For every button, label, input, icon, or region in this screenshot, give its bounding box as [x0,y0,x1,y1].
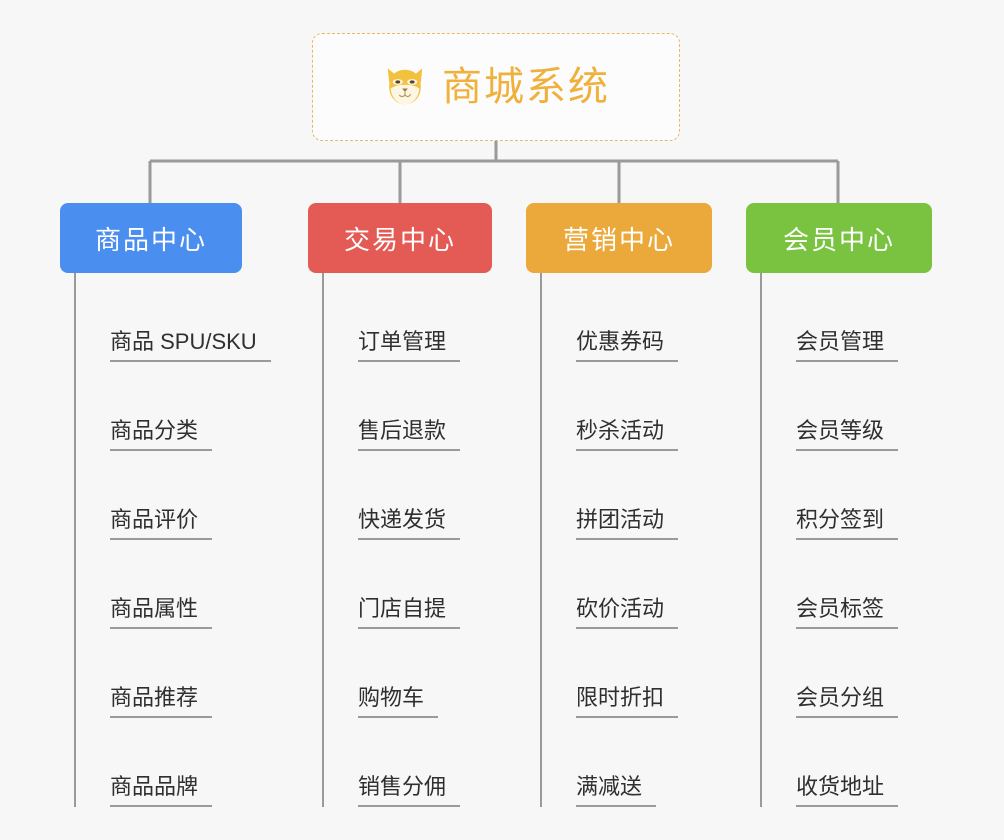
leaf-item[interactable]: 会员管理 [762,273,899,362]
leaf-label: 商品属性 [110,595,213,629]
branch-label-3: 营销中心 [562,224,675,255]
leaf-label: 商品分类 [110,417,213,451]
branch-header-4[interactable]: 会员中心 [746,203,932,273]
leaf-list-3: 优惠券码 秒杀活动 拼团活动 砍价活动 限时折扣 满减送 [540,273,679,807]
leaf-item[interactable]: 订单管理 [324,273,461,362]
leaf-label: 会员等级 [796,417,899,451]
leaf-item[interactable]: 购物车 [324,629,460,718]
leaf-label: 商品推荐 [110,684,213,718]
root-title: 商城系统 [442,65,610,109]
leaf-item[interactable]: 门店自提 [324,540,461,629]
leaf-item[interactable]: 积分签到 [762,451,899,540]
leaf-label: 门店自提 [358,595,461,629]
leaf-label: 售后退款 [358,417,461,451]
leaf-item[interactable]: 商品评价 [76,451,271,540]
leaf-label: 购物车 [358,684,439,718]
leaf-item[interactable]: 优惠券码 [542,273,679,362]
leaf-list-2: 订单管理 售后退款 快递发货 门店自提 购物车 销售分佣 [322,273,461,807]
leaf-item[interactable]: 砍价活动 [542,540,679,629]
leaf-item[interactable]: 会员分组 [762,629,899,718]
branch-header-1[interactable]: 商品中心 [60,203,242,273]
leaf-label: 商品品牌 [110,773,213,807]
leaf-label: 快递发货 [358,506,461,540]
leaf-list-1: 商品 SPU/SKU 商品分类 商品评价 商品属性 商品推荐 商品品牌 [74,273,271,807]
leaf-item[interactable]: 会员标签 [762,540,899,629]
leaf-item[interactable]: 快递发货 [324,451,461,540]
leaf-label: 收货地址 [796,773,899,807]
leaf-label: 砍价活动 [576,595,679,629]
leaf-label: 秒杀活动 [576,417,679,451]
leaf-label: 会员管理 [796,328,899,362]
leaf-label: 拼团活动 [576,506,679,540]
leaf-label: 销售分佣 [358,773,461,807]
leaf-label: 优惠券码 [576,328,679,362]
leaf-label: 会员分组 [796,684,899,718]
leaf-label: 满减送 [576,773,657,807]
branch-label-2: 交易中心 [343,224,456,255]
leaf-item[interactable]: 收货地址 [762,718,899,807]
leaf-label: 订单管理 [358,328,461,362]
shiba-dog-icon [387,68,423,105]
leaf-item[interactable]: 商品 SPU/SKU [76,273,271,362]
leaf-item[interactable]: 秒杀活动 [542,362,679,451]
leaf-item[interactable]: 商品品牌 [76,718,271,807]
branch-label-4: 会员中心 [782,224,895,255]
branch-header-3[interactable]: 营销中心 [526,203,712,273]
leaf-item[interactable]: 会员等级 [762,362,899,451]
leaf-item[interactable]: 限时折扣 [542,629,679,718]
leaf-item[interactable]: 拼团活动 [542,451,679,540]
leaf-item[interactable]: 商品属性 [76,540,271,629]
leaf-item[interactable]: 商品推荐 [76,629,271,718]
leaf-label: 商品评价 [110,506,213,540]
branch-header-2[interactable]: 交易中心 [308,203,492,273]
leaf-list-4: 会员管理 会员等级 积分签到 会员标签 会员分组 收货地址 [760,273,899,807]
root-node[interactable]: 商城系统 [312,33,680,141]
leaf-label: 商品 SPU/SKU [110,328,271,362]
branch-label-1: 商品中心 [94,224,207,255]
leaf-item[interactable]: 商品分类 [76,362,271,451]
leaf-item[interactable]: 销售分佣 [324,718,461,807]
leaf-item[interactable]: 满减送 [542,718,678,807]
leaf-label: 会员标签 [796,595,899,629]
leaf-label: 积分签到 [796,506,899,540]
leaf-item[interactable]: 售后退款 [324,362,461,451]
leaf-label: 限时折扣 [576,684,679,718]
